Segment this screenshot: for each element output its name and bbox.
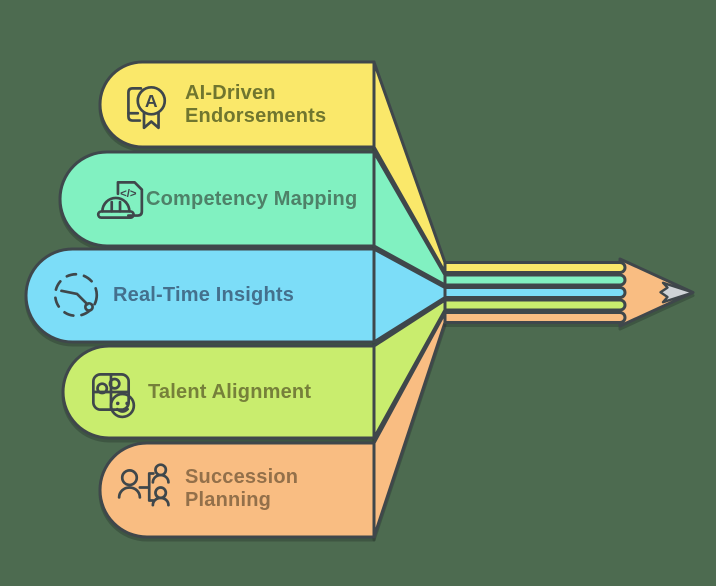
bar-competency-mapping [58, 150, 376, 248]
label-competency-mapping: Competency Mapping [146, 188, 358, 210]
label-real-time-insights: Real-Time Insights [113, 284, 295, 306]
bars-group [24, 60, 376, 539]
pencil-tip-lead [659, 281, 695, 304]
label-talent-alignment: Talent Alignment [148, 381, 312, 403]
bar-succession-planning [98, 441, 376, 539]
pencil-stripe-competency-mapping [443, 273, 627, 287]
funnels-group [372, 60, 447, 539]
org-chart-icon [117, 463, 170, 507]
certificate-badge-icon: A [127, 85, 167, 130]
puzzle-smiley-icon [91, 372, 136, 419]
bar-real-time-insights [24, 247, 376, 344]
pencil-group [443, 257, 695, 328]
svg-text:</>: </> [120, 188, 137, 200]
label-succession-planning: Succession Planning [185, 466, 299, 511]
pencil-stripe-real-time-insights [443, 286, 627, 299]
pencil-stripe-succession-planning [443, 311, 627, 324]
bar-ai-driven-endorsements [98, 60, 376, 149]
bar-talent-alignment [61, 344, 376, 440]
code-document-hardhat-icon: </> [96, 180, 144, 220]
svg-text:A: A [145, 91, 158, 111]
realtime-gauge-icon [53, 272, 99, 318]
pencil-stripe-ai-driven-endorsements [443, 261, 627, 274]
pencil-stripe-talent-alignment [443, 298, 627, 312]
label-ai-driven-endorsements: AI-Driven Endorsements [185, 82, 327, 127]
